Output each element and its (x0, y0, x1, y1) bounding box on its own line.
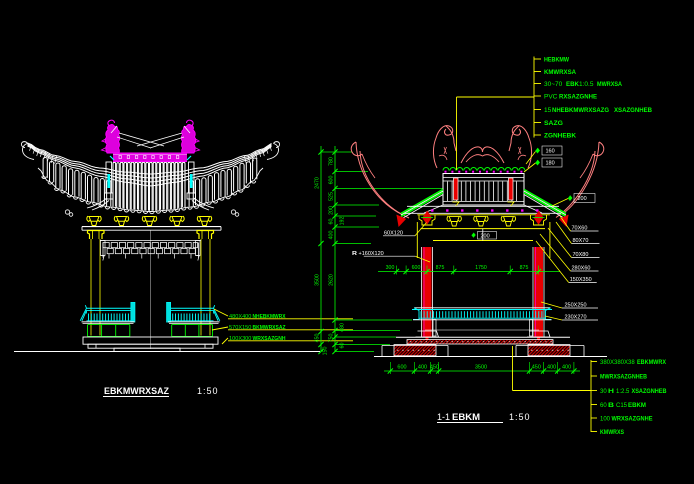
svg-text:30~70: 30~70 (544, 81, 563, 88)
svg-text:480: 480 (340, 323, 346, 332)
svg-text:ZGNHEBK: ZGNHEBK (544, 133, 576, 140)
svg-text:250X250: 250X250 (565, 303, 587, 309)
svg-text:192: 192 (340, 217, 346, 226)
svg-text:400: 400 (562, 365, 571, 371)
svg-text:H: H (608, 389, 614, 395)
svg-text:570X150: 570X150 (229, 325, 251, 331)
svg-text:R: R (352, 251, 357, 257)
svg-text:2470: 2470 (315, 177, 321, 189)
svg-text:600: 600 (397, 365, 406, 371)
svg-text:1750: 1750 (475, 265, 487, 271)
svg-text:SAZG: SAZG (544, 120, 563, 127)
svg-text:280X60: 280X60 (572, 266, 591, 272)
svg-text:200: 200 (481, 233, 490, 239)
svg-text:EBKM: EBKM (452, 412, 480, 423)
svg-text:KMWRXSA: KMWRXSA (544, 69, 576, 76)
svg-text:EBKM: EBKM (628, 403, 646, 409)
svg-text:60: 60 (600, 403, 607, 409)
svg-text:1-1: 1-1 (437, 412, 450, 422)
svg-text:450: 450 (532, 365, 541, 371)
svg-text:750: 750 (329, 334, 335, 343)
svg-text:BKMWRXSAZ: BKMWRXSAZ (253, 325, 287, 331)
svg-text:380X380X38: 380X380X38 (600, 360, 635, 366)
svg-text:EBKMWRX: EBKMWRX (637, 360, 666, 366)
svg-text:200: 200 (578, 196, 587, 202)
svg-text:230X270: 230X270 (565, 315, 587, 321)
svg-text:MWRXSAZGNHEB: MWRXSAZGNHEB (600, 375, 648, 381)
svg-text:1:50: 1:50 (509, 412, 531, 422)
svg-text:3500: 3500 (315, 274, 321, 286)
svg-text:875: 875 (436, 265, 445, 271)
svg-text:70X60: 70X60 (572, 226, 588, 232)
svg-text:WRXSAZGNH: WRXSAZGNH (253, 336, 286, 342)
svg-text:600: 600 (412, 265, 421, 271)
svg-text:150: 150 (323, 347, 329, 356)
svg-text:450: 450 (315, 334, 321, 343)
svg-text:60: 60 (340, 343, 346, 349)
svg-text:100X300: 100X300 (229, 336, 251, 342)
svg-text:+160X120: +160X120 (359, 251, 384, 257)
svg-text:160: 160 (546, 149, 555, 155)
svg-text:200: 200 (329, 206, 335, 215)
svg-text:400: 400 (547, 365, 556, 371)
svg-text:480X400: 480X400 (229, 314, 251, 320)
svg-text:600: 600 (329, 176, 335, 185)
svg-text:XSAZGNHEB: XSAZGNHEB (632, 389, 668, 395)
svg-text:60X120: 60X120 (384, 230, 403, 236)
svg-text:450: 450 (430, 365, 439, 371)
svg-text:HEBKMW: HEBKMW (544, 57, 570, 64)
svg-text:3500: 3500 (475, 365, 487, 371)
svg-text:70X80: 70X80 (573, 252, 589, 258)
svg-text:100: 100 (600, 417, 611, 423)
svg-text:780: 780 (329, 157, 335, 166)
svg-text:EBKMWRXSAZ: EBKMWRXSAZ (104, 386, 169, 397)
svg-text:MWRXSA: MWRXSA (597, 81, 622, 88)
svg-text:875: 875 (520, 265, 529, 271)
svg-text:PVC: PVC (544, 94, 558, 101)
svg-text:2620: 2620 (329, 274, 335, 286)
svg-text:1:0.5: 1:0.5 (579, 81, 594, 88)
svg-text:KMWRXS: KMWRXS (600, 430, 624, 436)
svg-text:150X350: 150X350 (570, 277, 592, 283)
svg-text:180: 180 (546, 161, 555, 167)
svg-text:15: 15 (544, 107, 552, 114)
svg-text:1:2.5: 1:2.5 (616, 389, 630, 395)
svg-text:525: 525 (329, 192, 335, 201)
svg-text:WRXSAZGNHE: WRXSAZGNHE (612, 417, 653, 423)
svg-text:C15: C15 (616, 403, 628, 409)
svg-text:RXSAZGNHE: RXSAZGNHE (559, 94, 598, 101)
svg-text:B: B (608, 403, 615, 409)
svg-text:EBK: EBK (566, 81, 579, 88)
svg-text:1:50: 1:50 (197, 386, 219, 396)
svg-text:400: 400 (329, 231, 335, 240)
svg-text:400: 400 (418, 365, 427, 371)
svg-text:300: 300 (386, 265, 395, 271)
svg-text:80X70: 80X70 (573, 238, 589, 244)
svg-text:NHEBKMWRXSAZG: NHEBKMWRXSAZG (552, 107, 609, 114)
svg-text:XSAZGNHEB: XSAZGNHEB (614, 107, 652, 114)
svg-text:NHEBKMWRX: NHEBKMWRX (253, 314, 286, 320)
svg-text:60: 60 (329, 219, 335, 225)
svg-text:30: 30 (600, 389, 607, 395)
